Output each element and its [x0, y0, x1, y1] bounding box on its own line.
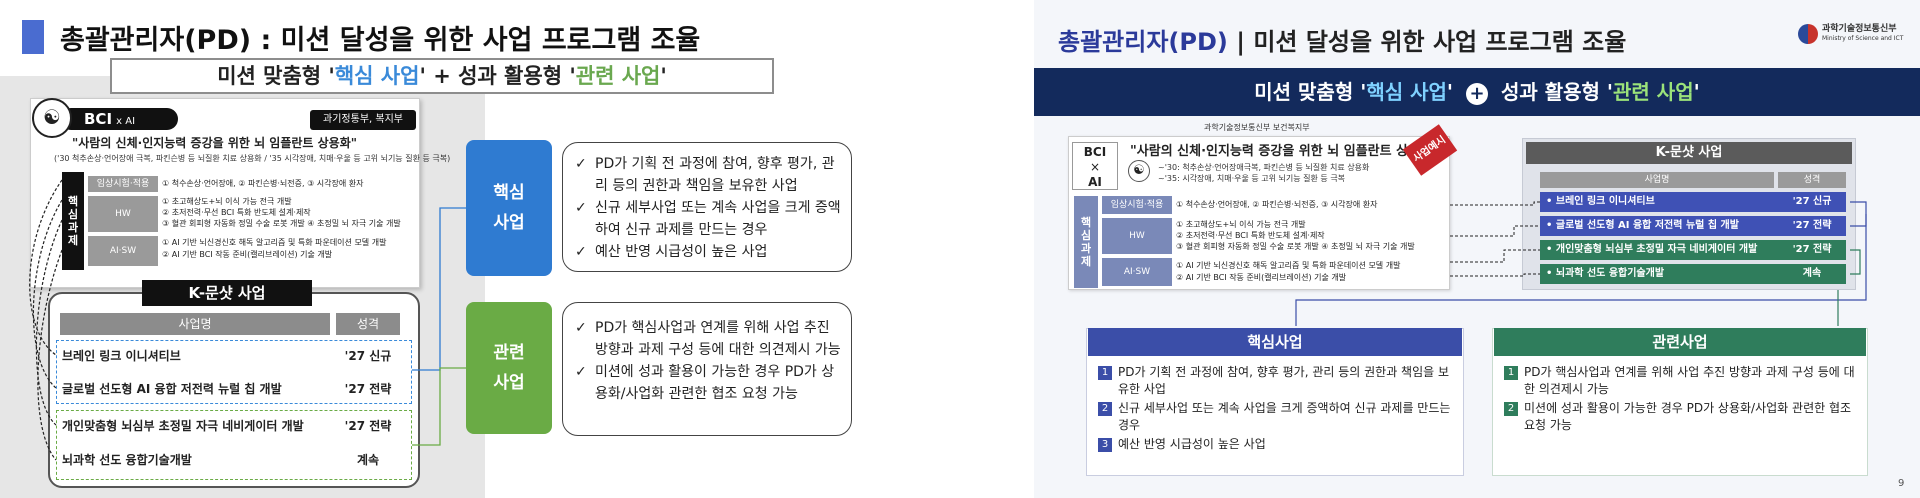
list-item: ✓PD가 기획 전 과정에 참여, 향후 평가, 관리 등의 권한과 책임을 보…	[575, 153, 841, 197]
row-text-clinical: ① 척수손상·언어장애, ② 파킨슨병·뇌전증, ③ 시각장애 환자	[1176, 200, 1378, 209]
row-text-hw-2: ② 초저전력·무선 BCI 특화 반도체 설계·제작	[1176, 231, 1325, 240]
right-banner: 미션 맞춤형 '핵심 사업' + 성과 활용형 '관련 사업'	[1034, 68, 1920, 116]
k-row: • 개인맞춤형 뇌심부 초정밀 자극 네비게이터 개발'27 전략	[1540, 240, 1846, 260]
k-row-type: '27 전략	[338, 377, 398, 401]
list-item: ✓신규 세부사업 또는 계속 사업을 크게 증액하여 신규 과제를 만드는 경우	[575, 197, 841, 241]
row-text-hw-3: ③ 혈관 회피형 자동화 정밀 수술 로봇 개발 ④ 초정밀 뇌 자극 기술 개…	[162, 219, 401, 228]
right-rel-title: 관련사업	[1494, 328, 1866, 356]
k-head-name: 사업명	[60, 313, 330, 335]
bci-quote-sub: ('30 척추손상·언어장애 극복, 파킨슨병 등 뇌질환 치료 상용화 / '…	[54, 154, 451, 163]
check-icon: ✓	[575, 364, 587, 380]
row-text-hw-2: ② 초저전력·무선 BCI 특화 반도체 설계·제작	[162, 208, 311, 217]
left-page-title: 총괄관리자(PD) : 미션 달성을 위한 사업 프로그램 조율	[60, 25, 701, 56]
row-text-hw-1: ① 초고해상도+뇌 이식 가능 전극 개발	[162, 197, 292, 206]
ministry-logo-icon	[1798, 24, 1818, 44]
k-head-name: 사업명	[1540, 172, 1774, 188]
rel-dashed-group	[56, 410, 412, 480]
row-text-hw-3: ③ 혈관 회피형 자동화 정밀 수술 로봇 개발 ④ 초정밀 뇌 자극 기술 개…	[1176, 242, 1415, 251]
k-row-name: 브레인 링크 이니셔티브	[62, 349, 181, 363]
row-text-aisw-2: ② AI 기반 BCI 작동 준비(캘리브레이션) 기술 개발	[162, 250, 333, 259]
right-page-title: 총괄관리자(PD) | 미션 달성을 위한 사업 프로그램 조율	[1058, 28, 1627, 56]
row-label-hw: HW	[1102, 218, 1172, 254]
slide-divider	[1030, 0, 1034, 498]
core-dashed-group	[56, 340, 412, 404]
k-head-type: 성격	[336, 313, 400, 335]
row-text-aisw-1: ① AI 기반 뇌신경신호 해독 알고리즘 및 특화 파운데이션 모델 개발	[162, 238, 387, 247]
k-row-name: 뇌과학 선도 융합기술개발	[62, 453, 192, 467]
right-kmoonshot-title: K-문샷 사업	[1526, 142, 1852, 164]
kmoonshot-title: K-문샷 사업	[142, 280, 312, 306]
row-label-aisw: AI·SW	[1102, 258, 1172, 286]
rel-desc-box: ✓PD가 핵심사업과 연계를 위해 사업 추진 방향과 과제 구성 등에 대한 …	[562, 302, 852, 436]
list-item: ✓PD가 핵심사업과 연계를 위해 사업 추진 방향과 과제 구성 등에 대한 …	[575, 317, 841, 361]
k-row: • 브레인 링크 이니셔티브'27 신규	[1540, 192, 1846, 212]
plus-icon: +	[1466, 83, 1488, 105]
k-row-type: 계속	[338, 448, 398, 472]
bci-quote: "사람의 신체·인지능력 증강을 위한 뇌 임플란트 상용화"	[72, 136, 358, 150]
core-business-label: 핵심 사업	[466, 140, 552, 276]
k-row: • 글로벌 선도형 AI 융합 저전력 뉴럴 칩 개발'27 전략	[1540, 216, 1846, 236]
k-row-name: 개인맞춤형 뇌심부 초정밀 자극 네비게이터 개발	[62, 419, 304, 433]
right-core-title: 핵심사업	[1088, 328, 1462, 356]
check-icon: ✓	[575, 200, 587, 216]
right-sub-1: ~'30: 척추손상·언어장애극복, 파킨슨병 등 뇌질환 치료 상용화	[1158, 163, 1370, 172]
row-text-hw-1: ① 초고해상도+뇌 이식 가능 전극 개발	[1176, 220, 1306, 229]
check-icon: ✓	[575, 320, 587, 336]
page-number: 9	[1898, 478, 1905, 489]
ministry-tag: 과기정통부, 복지부	[310, 110, 416, 130]
right-sub-2: ~'35: 시각장애, 치매·우울 등 고위 뇌기능 질환 등 극복	[1158, 174, 1346, 183]
related-business-label: 관련 사업	[466, 302, 552, 434]
ministries-line: 과학기술정보통신부 보건복지부	[1204, 123, 1310, 132]
right-connectors	[1295, 201, 1867, 326]
row-text-aisw-2: ② AI 기반 BCI 작동 준비(캘리브레이션) 기술 개발	[1176, 273, 1347, 282]
check-icon: ✓	[575, 156, 587, 172]
row-label-aisw: AI·SW	[88, 236, 158, 266]
k-row-name: 글로벌 선도형 AI 융합 저전력 뉴럴 칩 개발	[62, 382, 282, 396]
k-row-type: '27 신규	[338, 344, 398, 368]
row-label-clinical: 임상시험·적용	[1102, 196, 1172, 214]
right-quote: "사람의 신체·인지능력 증강을 위한 뇌 임플란트 상용화"	[1130, 144, 1439, 159]
list-item: ✓예산 반영 시급성이 높은 사업	[575, 241, 841, 263]
brain-icon: ☯	[1128, 160, 1150, 182]
left-connectors	[29, 179, 466, 461]
list-item: ✓미션에 성과 활용이 가능한 경우 PD가 상용화/사업화 관련한 협조 요청…	[575, 361, 841, 405]
left-subtitle: 미션 맞춤형 '핵심 사업' + 성과 활용형 '관련 사업'	[110, 58, 774, 94]
right-bci-badge: BCI×AI	[1072, 142, 1118, 190]
check-icon: ✓	[575, 244, 587, 260]
row-text-aisw-1: ① AI 기반 뇌신경신호 해독 알고리즘 및 특화 파운데이션 모델 개발	[1176, 261, 1401, 270]
bci-tag: BCI x AI	[60, 108, 178, 130]
k-head-type: 성격	[1778, 172, 1846, 188]
k-row-type: '27 전략	[338, 414, 398, 438]
core-desc-box: ✓PD가 기획 전 과정에 참여, 향후 평가, 관리 등의 권한과 책임을 보…	[562, 142, 852, 272]
brain-icon: ☯	[32, 98, 72, 138]
row-label-clinical: 임상시험·적용	[88, 176, 158, 192]
title-accent-bar	[22, 20, 44, 54]
row-text-clinical: ① 척수손상·언어장애, ② 파킨슨병·뇌전증, ③ 시각장애 환자	[162, 179, 364, 188]
row-label-hw: HW	[88, 196, 158, 232]
